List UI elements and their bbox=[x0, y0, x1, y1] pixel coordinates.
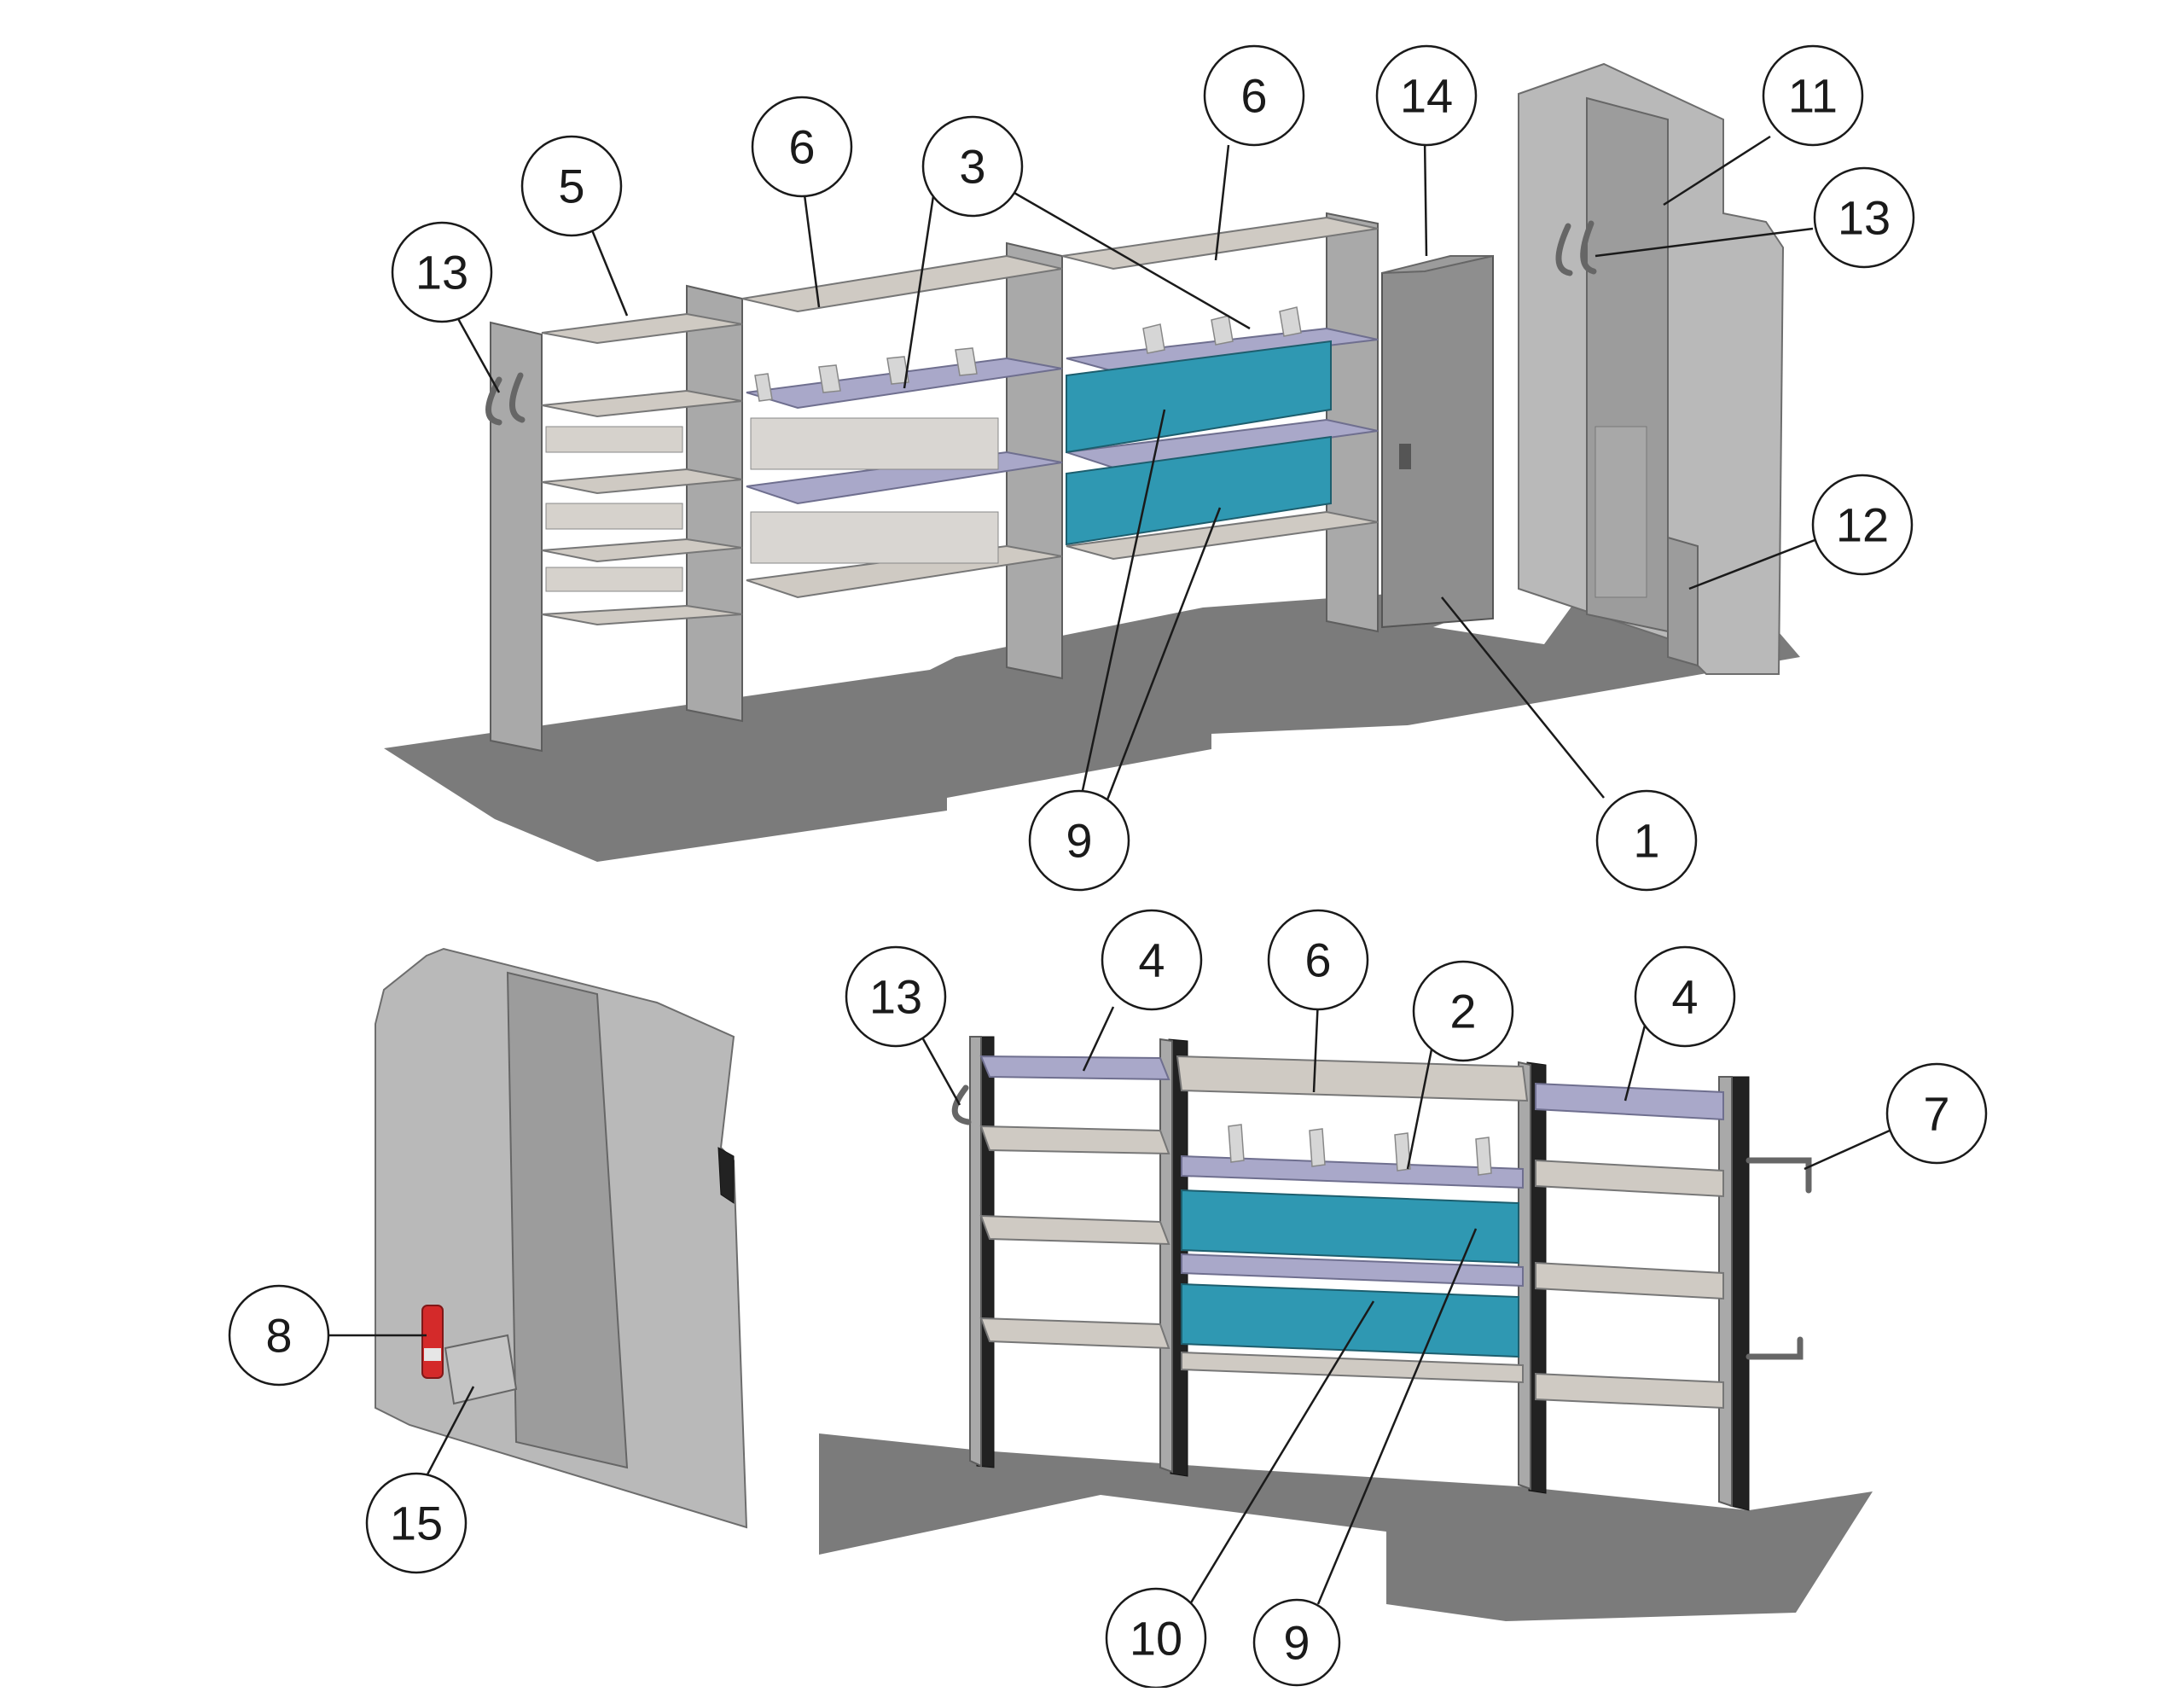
callout-15: 15 bbox=[365, 1472, 468, 1574]
callout-2: 2 bbox=[1412, 960, 1514, 1062]
callout-label: 13 bbox=[869, 970, 922, 1024]
callout-label: 6 bbox=[788, 120, 815, 174]
callout-4-left: 4 bbox=[1101, 909, 1203, 1011]
callout-label: 13 bbox=[415, 246, 468, 299]
top-floor bbox=[384, 592, 1800, 862]
callout-label: 2 bbox=[1449, 985, 1476, 1038]
callout-label: 13 bbox=[1838, 191, 1891, 245]
callout-6-top-right: 6 bbox=[1203, 44, 1305, 147]
bottom-assembly bbox=[819, 1036, 1873, 1621]
callout-label: 12 bbox=[1836, 498, 1889, 552]
callout-9-top: 9 bbox=[1028, 789, 1130, 892]
callout-label: 5 bbox=[558, 160, 584, 213]
bottom-floor bbox=[819, 1433, 1873, 1621]
callout-label: 11 bbox=[1788, 69, 1838, 123]
callout-1: 1 bbox=[1595, 789, 1698, 892]
first-aid-box bbox=[444, 1334, 518, 1405]
callout-label: 15 bbox=[390, 1497, 443, 1550]
callout-label: 6 bbox=[1304, 933, 1331, 987]
bin-shelf-unit bbox=[1061, 212, 1379, 633]
left-shelf-unit bbox=[485, 284, 743, 753]
callout-10: 10 bbox=[1105, 1587, 1207, 1689]
callout-label: 14 bbox=[1400, 69, 1453, 123]
callout-6-top-left: 6 bbox=[751, 96, 853, 198]
top-partition-wall bbox=[1518, 62, 1785, 675]
cabinet bbox=[1381, 254, 1494, 629]
callouts: 13 5 6 3 6 14 11 13 bbox=[228, 44, 1988, 1689]
callout-label: 4 bbox=[1138, 933, 1165, 987]
top-assembly bbox=[384, 62, 1800, 862]
callout-14: 14 bbox=[1375, 44, 1478, 147]
middle-shelf-unit bbox=[741, 241, 1063, 680]
callout-9-bottom: 9 bbox=[1252, 1598, 1341, 1687]
callout-label: 3 bbox=[959, 140, 985, 194]
bottom-left-partition-wall bbox=[375, 947, 748, 1529]
callout-label: 9 bbox=[1283, 1616, 1310, 1670]
callout-label: 10 bbox=[1130, 1612, 1182, 1666]
callout-label: 1 bbox=[1633, 814, 1659, 868]
callout-4-right: 4 bbox=[1634, 945, 1736, 1048]
callout-13-top-left: 13 bbox=[391, 221, 493, 323]
callout-8: 8 bbox=[228, 1284, 330, 1387]
callout-5: 5 bbox=[520, 135, 623, 237]
callout-12: 12 bbox=[1811, 474, 1914, 576]
callout-3: 3 bbox=[921, 115, 1024, 218]
callout-label: 7 bbox=[1923, 1087, 1949, 1141]
callout-7: 7 bbox=[1885, 1062, 1988, 1165]
callout-6-bottom: 6 bbox=[1267, 909, 1369, 1011]
callout-label: 6 bbox=[1240, 69, 1267, 123]
callout-label: 9 bbox=[1066, 814, 1092, 868]
callout-11: 11 bbox=[1762, 44, 1864, 147]
callout-13-top-right: 13 bbox=[1813, 166, 1915, 269]
callout-label: 4 bbox=[1671, 970, 1698, 1024]
callout-label: 8 bbox=[265, 1309, 292, 1363]
callout-13-bottom: 13 bbox=[845, 945, 947, 1048]
fire-extinguisher bbox=[421, 1305, 444, 1379]
